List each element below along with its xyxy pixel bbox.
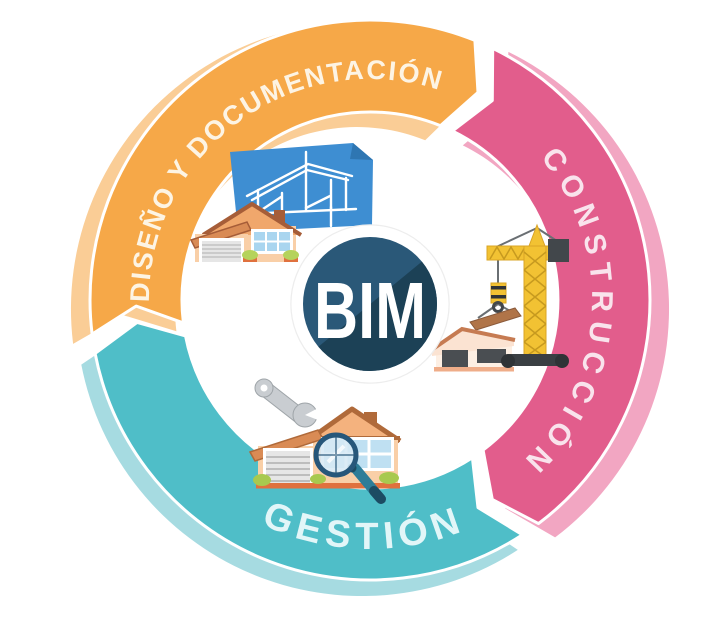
hook-stripe xyxy=(491,286,506,290)
crane-base xyxy=(504,354,566,366)
wrench-jaw-opening xyxy=(305,405,326,423)
roof-fascia xyxy=(428,326,516,353)
management-house-roof xyxy=(305,406,402,444)
blueprint-house-drawing xyxy=(242,150,358,228)
magnifier-handle-tip xyxy=(369,486,386,504)
garage-door-slats xyxy=(202,244,241,258)
crane-hook xyxy=(492,301,504,313)
blueprint-folded-corner xyxy=(350,143,373,160)
garage-door xyxy=(202,241,241,262)
garage-door-slats xyxy=(266,456,310,482)
house-roof xyxy=(201,202,303,237)
construction-house-door xyxy=(442,350,468,369)
tower-lattice xyxy=(523,251,547,359)
ring-segments xyxy=(88,18,652,582)
house-base xyxy=(256,483,400,489)
lifted-beam xyxy=(469,307,522,331)
bush xyxy=(310,474,326,484)
wrench-handle-hole xyxy=(260,384,268,392)
bush xyxy=(253,474,271,486)
crane-tower xyxy=(523,245,547,359)
bush xyxy=(242,250,258,260)
lens-grid xyxy=(317,436,355,474)
tower-crane-and-house-icon xyxy=(428,223,569,372)
construction-house-window xyxy=(477,349,506,363)
segment-band-construccion xyxy=(450,46,652,526)
crane-base-cap xyxy=(501,354,515,368)
house-wrench-magnifier-icon xyxy=(248,378,402,504)
badge-outer-ring xyxy=(290,224,450,384)
badge-white-halo xyxy=(291,225,449,383)
bush xyxy=(283,250,299,260)
crane-counterweight xyxy=(548,239,569,262)
bim-center-badge: BIM xyxy=(290,224,450,384)
bim-label: BIM xyxy=(314,266,426,355)
blueprint-and-house-icon xyxy=(230,143,373,232)
window-mullions xyxy=(254,232,290,251)
bush xyxy=(379,472,399,484)
chimney xyxy=(274,210,285,226)
segment-band-diseno-documentacion xyxy=(88,18,480,336)
crane-base-cap xyxy=(555,354,569,368)
construction-house-base xyxy=(434,367,514,372)
wrench-icon xyxy=(254,378,326,428)
hook-stripe xyxy=(491,295,506,299)
design-house-icon xyxy=(189,202,303,262)
magnifier-icon xyxy=(313,432,386,504)
